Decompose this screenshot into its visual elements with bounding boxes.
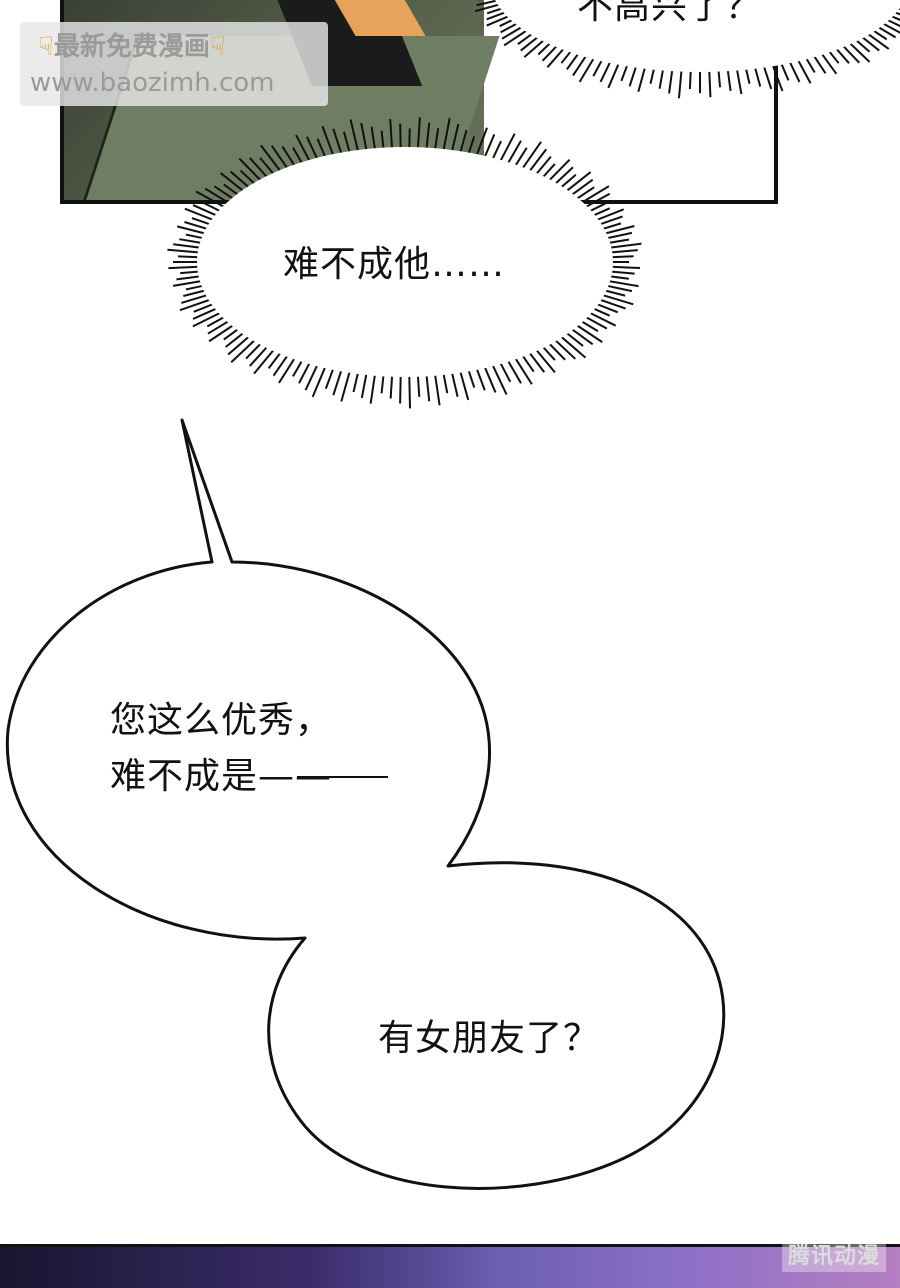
watermark-title: 最新免费漫画 (53, 32, 210, 62)
next-panel-strip (0, 1244, 900, 1288)
site-watermark: ☟最新免费漫画☟ www.baozimh.com (20, 22, 328, 106)
thought-text: 难不成他…… (283, 244, 506, 285)
pointing-hand-icon: ☟ (38, 32, 54, 62)
clipped-dialogue-text: 不高兴了？ (577, 0, 763, 27)
publisher-logo: 腾讯动漫 (781, 1242, 886, 1272)
watermark-title-row: ☟最新免费漫画☟ (38, 30, 226, 64)
speech-line-1: 您这么优秀， (110, 700, 333, 741)
speech-line-2: 难不成是—— (110, 756, 333, 797)
spiky-thought-bubble-body (197, 147, 613, 377)
speech-bubble-2-text: 有女朋友了？ (378, 1018, 601, 1059)
watermark-url: www.baozimh.com (30, 68, 275, 98)
pointing-hand-icon: ☟ (209, 32, 226, 62)
spiky-bubble-top-right-body (495, 0, 900, 72)
speech-bubble-outline (5, 418, 726, 1190)
